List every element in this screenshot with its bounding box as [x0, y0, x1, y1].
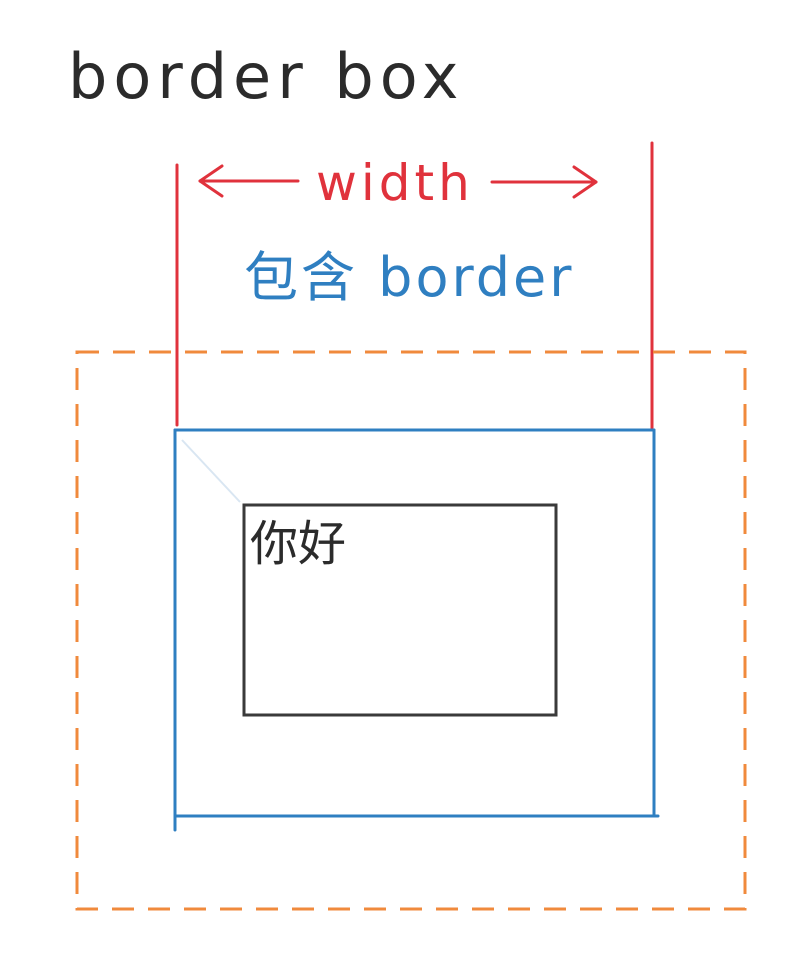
- diagram-title: border box: [68, 40, 464, 113]
- margin-box: [75, 350, 747, 911]
- border-included-note: 包含 border: [244, 246, 574, 309]
- width-right-arrow-icon: [490, 165, 598, 199]
- border-box: [173, 428, 660, 832]
- width-label: width: [316, 154, 474, 212]
- content-text: 你好: [250, 516, 346, 572]
- width-left-arrow-icon: [198, 164, 300, 198]
- content-box: [242, 503, 558, 717]
- sketch-diagonal: [181, 439, 241, 503]
